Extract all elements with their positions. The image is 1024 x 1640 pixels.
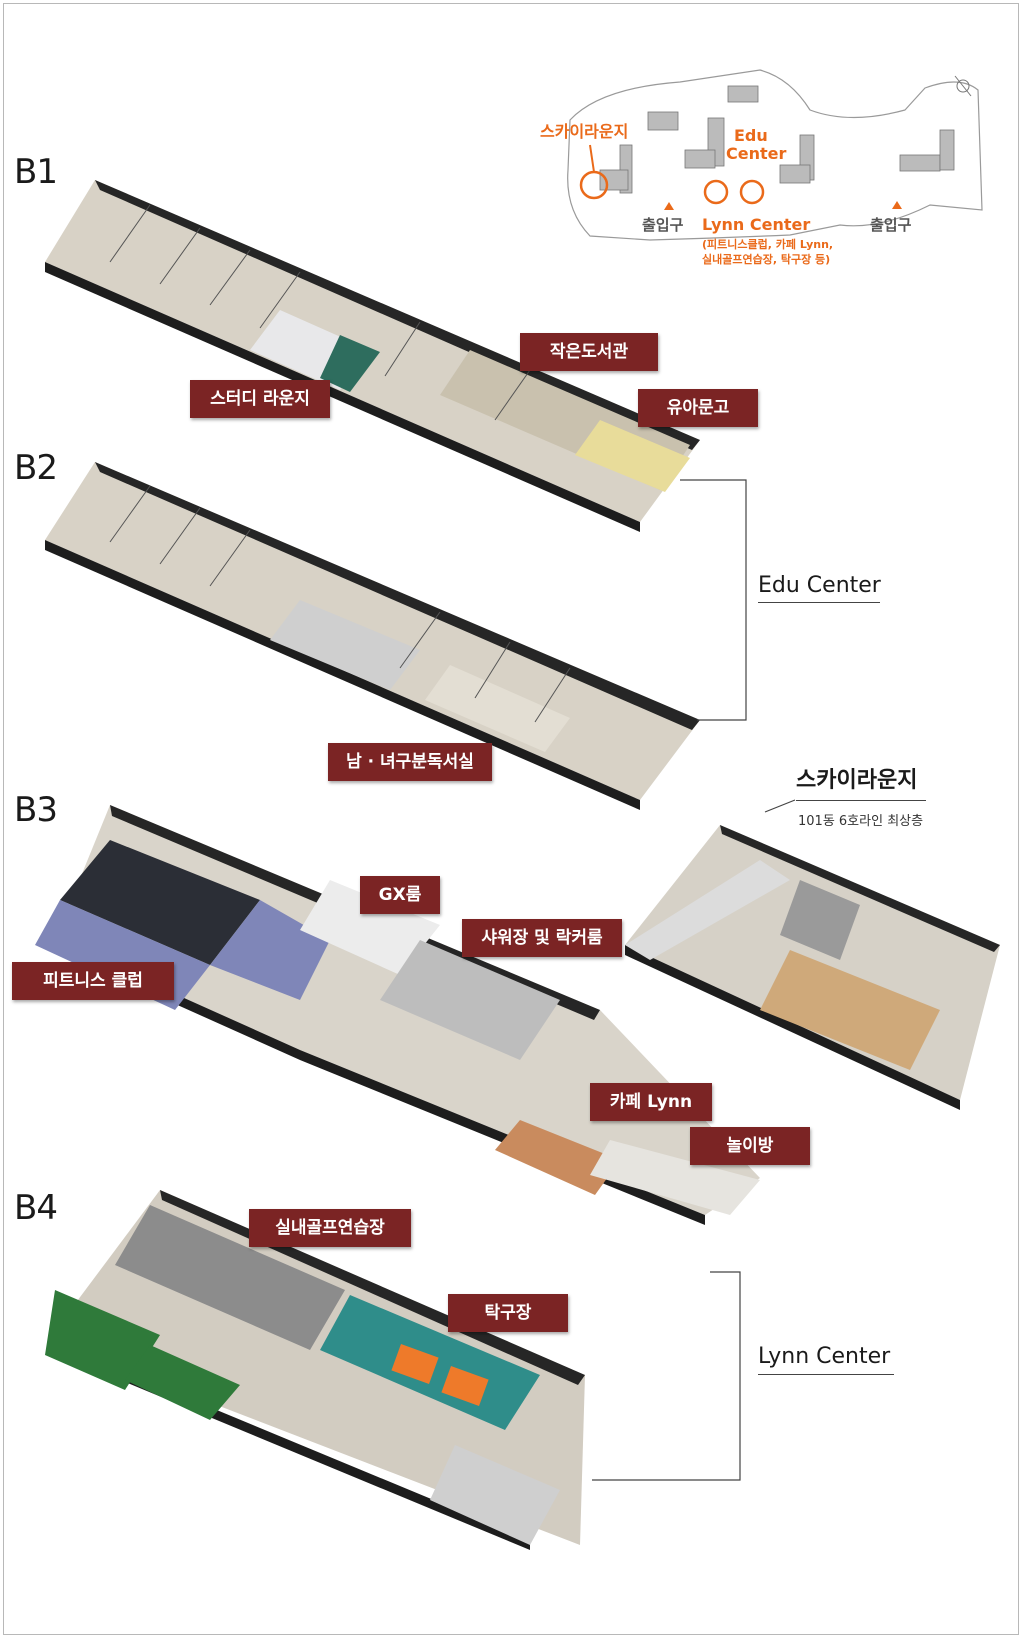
sky-lounge-note: 101동 6호라인 최상층 <box>798 814 924 829</box>
site-map-outline <box>567 69 983 241</box>
map-label-edu-line1: Edu <box>734 126 768 145</box>
image-frame <box>3 3 1019 1635</box>
tag-cafe-lynn: 카페 Lynn <box>590 1083 712 1121</box>
map-entrance-2: 출입구 <box>870 216 912 234</box>
tag-shower-locker: 샤워장 및 락커룸 <box>462 919 622 957</box>
map-lynn-detail-1: (피트니스클럽, 카페 Lynn, <box>702 238 834 251</box>
b1-floor-model <box>45 180 700 532</box>
tag-indoor-golf: 실내골프연습장 <box>249 1209 411 1247</box>
map-lynn-detail-2: 실내골프연습장, 탁구장 등) <box>702 253 831 266</box>
group-title-edu-center: Edu Center <box>758 573 881 598</box>
b2-floor-model <box>45 462 700 810</box>
lynn-center-underline <box>758 1374 894 1375</box>
floor-label-b2: B2 <box>14 448 58 488</box>
floor-label-b1: B1 <box>14 152 58 192</box>
map-label-edu-line2: Center <box>726 144 787 163</box>
tag-table-tennis: 탁구장 <box>448 1294 568 1332</box>
tag-gx-room: GX룸 <box>360 876 440 914</box>
group-title-lynn-center: Lynn Center <box>758 1344 891 1369</box>
group-title-sky-lounge: 스카이라운지 <box>796 768 918 793</box>
sky-lounge-model <box>625 825 1000 1110</box>
map-label-lynn-center: Lynn Center <box>702 215 811 234</box>
tag-playroom: 놀이방 <box>690 1127 810 1165</box>
floor-label-b4: B4 <box>14 1188 58 1228</box>
floor-label-b3: B3 <box>14 790 58 830</box>
map-label-sky-lounge: 스카이라운지 <box>540 122 629 141</box>
tag-reading-room: 남 · 녀구분독서실 <box>328 743 492 781</box>
tag-toddler-library: 유아문고 <box>638 389 758 427</box>
map-entrance-1: 출입구 <box>642 216 684 234</box>
edu-center-underline <box>758 602 880 603</box>
tag-small-library: 작은도서관 <box>520 333 658 371</box>
group-connectors <box>592 479 796 1481</box>
tag-fitness-club: 피트니스 클럽 <box>12 962 174 1000</box>
tag-study-lounge: 스터디 라운지 <box>190 380 330 418</box>
b3-floor-model <box>35 805 760 1225</box>
sky-lounge-underline <box>796 800 926 801</box>
